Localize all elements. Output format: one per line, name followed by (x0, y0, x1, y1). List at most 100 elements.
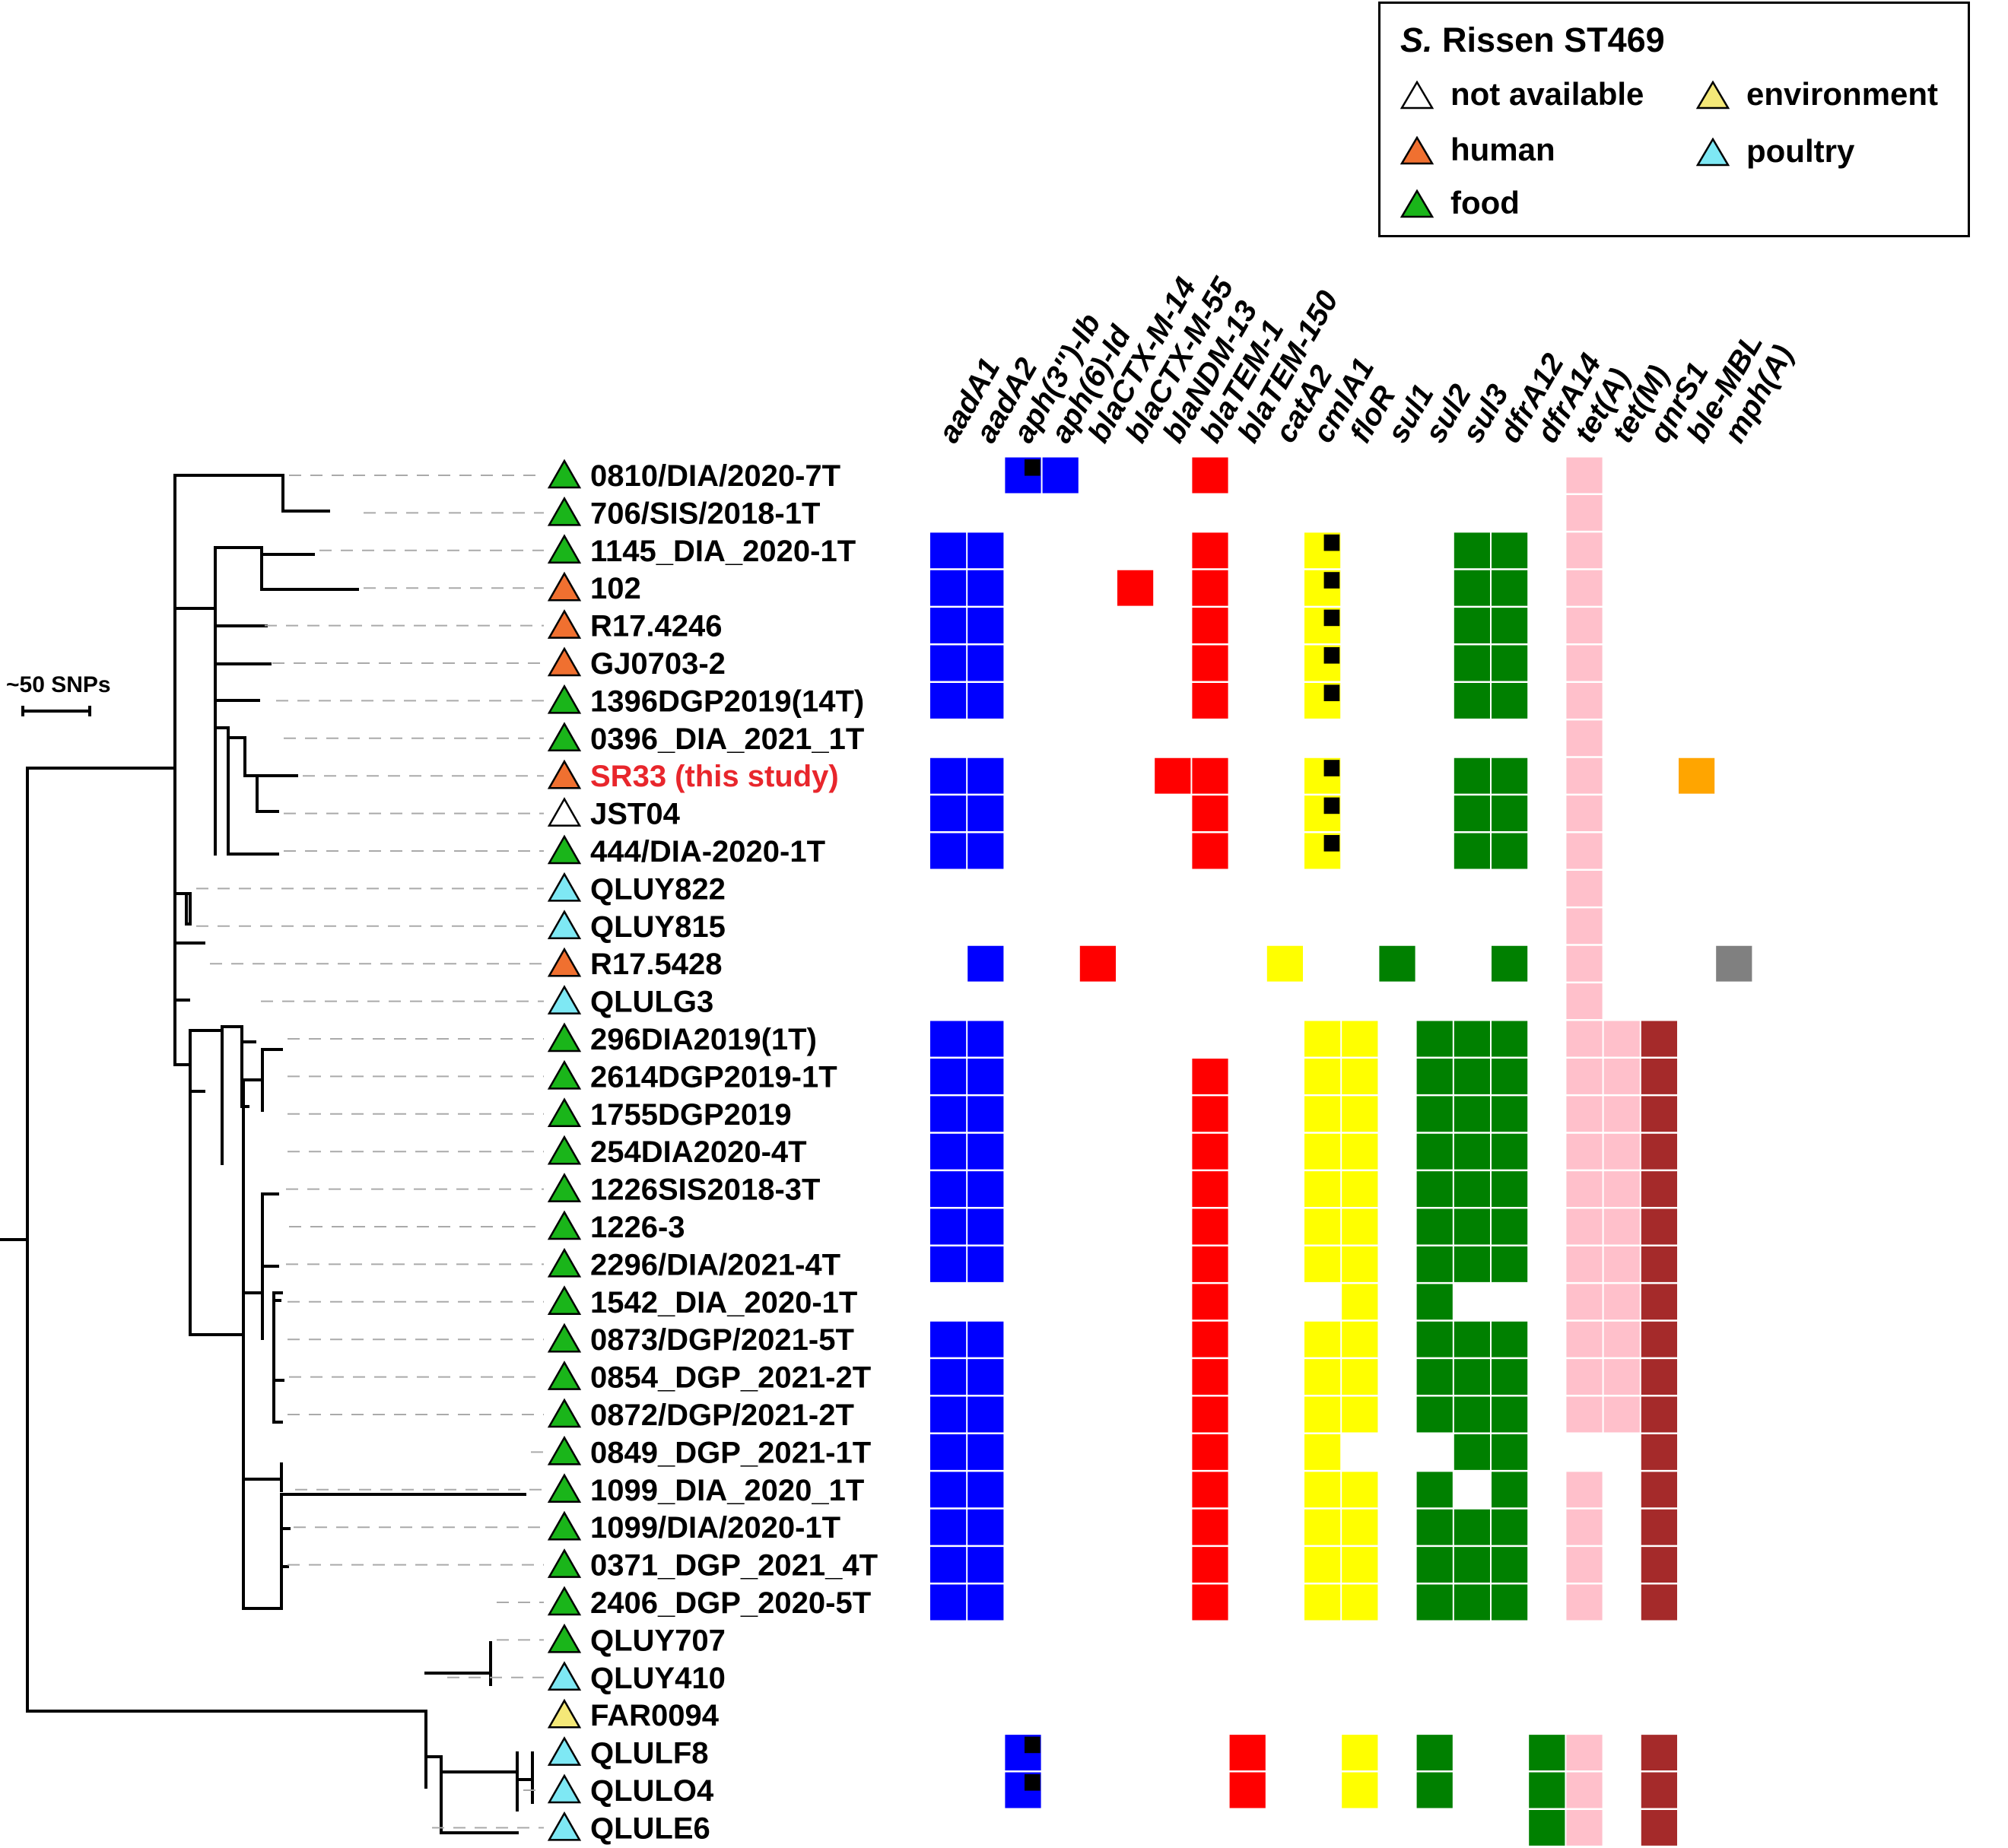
triangle-icon (1400, 136, 1434, 165)
gene-cell (1304, 1058, 1341, 1095)
source-triangle-icon (547, 1059, 582, 1090)
gene-cell (930, 1584, 967, 1621)
gene-cell (1416, 1734, 1453, 1771)
isolate-label: FAR0094 (590, 1699, 720, 1732)
gene-cell (1566, 1321, 1603, 1358)
gene-cell (1492, 1133, 1528, 1170)
gene-cell (930, 607, 967, 644)
gene-cell (1155, 757, 1191, 795)
gene-cell (967, 607, 1004, 644)
gene-cell (930, 1471, 967, 1508)
gene-cell (967, 532, 1004, 569)
gene-cell (1342, 1546, 1378, 1583)
isolate-label: 0810/DIA/2020-7T (590, 459, 840, 493)
gene-cell (1454, 757, 1490, 795)
legend-label: not available (1450, 76, 1644, 112)
legend-label: human (1450, 132, 1555, 167)
source-triangle-icon (547, 571, 582, 602)
gene-cell (1192, 1095, 1228, 1132)
triangle-icon (1400, 189, 1434, 218)
gene-cell (1492, 1021, 1528, 1057)
gene-cell (1416, 1358, 1453, 1396)
gene-cell (1492, 1058, 1528, 1095)
gene-cell (1229, 1734, 1266, 1771)
gene-cell (1603, 1321, 1640, 1358)
gene-cell (1492, 1170, 1528, 1208)
gene-cell (1603, 1058, 1640, 1095)
gene-cell (1192, 1170, 1228, 1208)
gene-cell (1641, 1208, 1677, 1245)
gene-cell (1492, 945, 1528, 983)
gene-cell (967, 1358, 1004, 1396)
gene-cell (930, 757, 967, 795)
gene-cell (967, 1509, 1004, 1546)
gene-cell (1454, 570, 1490, 607)
gene-cell (1454, 1208, 1490, 1245)
gene-cell (1304, 1509, 1341, 1546)
gene-cell (1641, 1772, 1677, 1808)
gene-cell (930, 1358, 967, 1396)
gene-cell (1192, 1283, 1228, 1320)
gene-cell (1641, 1170, 1677, 1208)
gene-cell (1492, 1471, 1528, 1508)
gene-cell (1192, 1509, 1228, 1546)
gene-cell (967, 833, 1004, 869)
gene-cell (1603, 1358, 1640, 1396)
legend-label: environment (1746, 76, 1939, 112)
gene-cell (1603, 1246, 1640, 1283)
isolate-label: 0854_DGP_2021-2T (590, 1361, 871, 1395)
triangle-icon (1400, 81, 1434, 110)
gene-cell (1342, 1246, 1378, 1283)
gene-cell (1342, 1358, 1378, 1396)
gene-cell (1566, 1133, 1603, 1170)
gene-cell (1492, 1509, 1528, 1546)
gene-cell (1492, 757, 1528, 795)
isolate-label: 0396_DIA_2021_1T (590, 722, 864, 756)
isolate-label: 0872/DGP/2021-2T (590, 1399, 854, 1432)
gene-cell (1641, 1246, 1677, 1283)
gene-cell (1641, 1546, 1677, 1583)
gene-cell (930, 682, 967, 719)
source-triangle-icon (547, 1285, 582, 1316)
gene-cell (930, 1208, 967, 1245)
gene-cell (1454, 1434, 1490, 1471)
scale-label: ~50 SNPs (6, 672, 111, 697)
gene-cell (1192, 457, 1228, 494)
gene-cell (1566, 494, 1603, 532)
gene-cell (930, 1021, 967, 1057)
gene-cell (1566, 1170, 1603, 1208)
gene-cell (1192, 1246, 1228, 1283)
gene-cell (1192, 645, 1228, 681)
source-triangle-icon (547, 1698, 582, 1729)
gene-cell (1454, 1170, 1490, 1208)
source-triangle-icon (547, 1173, 582, 1202)
gene-cell (1566, 757, 1603, 795)
gene-cell (1454, 682, 1490, 719)
gene-cell (1492, 532, 1528, 569)
isolate-label: 0849_DGP_2021-1T (590, 1436, 871, 1469)
gene-cell (1492, 1321, 1528, 1358)
gene-cell (1192, 795, 1228, 832)
source-triangle-icon (547, 534, 582, 564)
gene-cell (967, 945, 1004, 983)
gene-cell (1416, 1471, 1453, 1508)
partial-marker (1323, 760, 1340, 776)
source-triangle-icon (547, 722, 582, 752)
gene-cell (1566, 1509, 1603, 1546)
legend-label: poultry (1746, 133, 1855, 169)
source-triangle-icon (547, 1548, 582, 1578)
partial-marker (1024, 1774, 1041, 1791)
leader-lines (196, 475, 544, 1829)
isolate-label: QLULE6 (590, 1811, 710, 1845)
gene-cell (1566, 532, 1603, 569)
gene-cell (1492, 645, 1528, 681)
gene-cell (1192, 1434, 1228, 1471)
source-triangle-icon (547, 985, 582, 1014)
isolate-label: QLULF8 (590, 1737, 709, 1770)
source-triangle-icon (547, 646, 582, 677)
source-triangle-icon (547, 1210, 582, 1240)
gene-cell (1641, 1434, 1677, 1471)
source-triangle-icon (547, 797, 582, 827)
gene-cell (1454, 1246, 1490, 1283)
